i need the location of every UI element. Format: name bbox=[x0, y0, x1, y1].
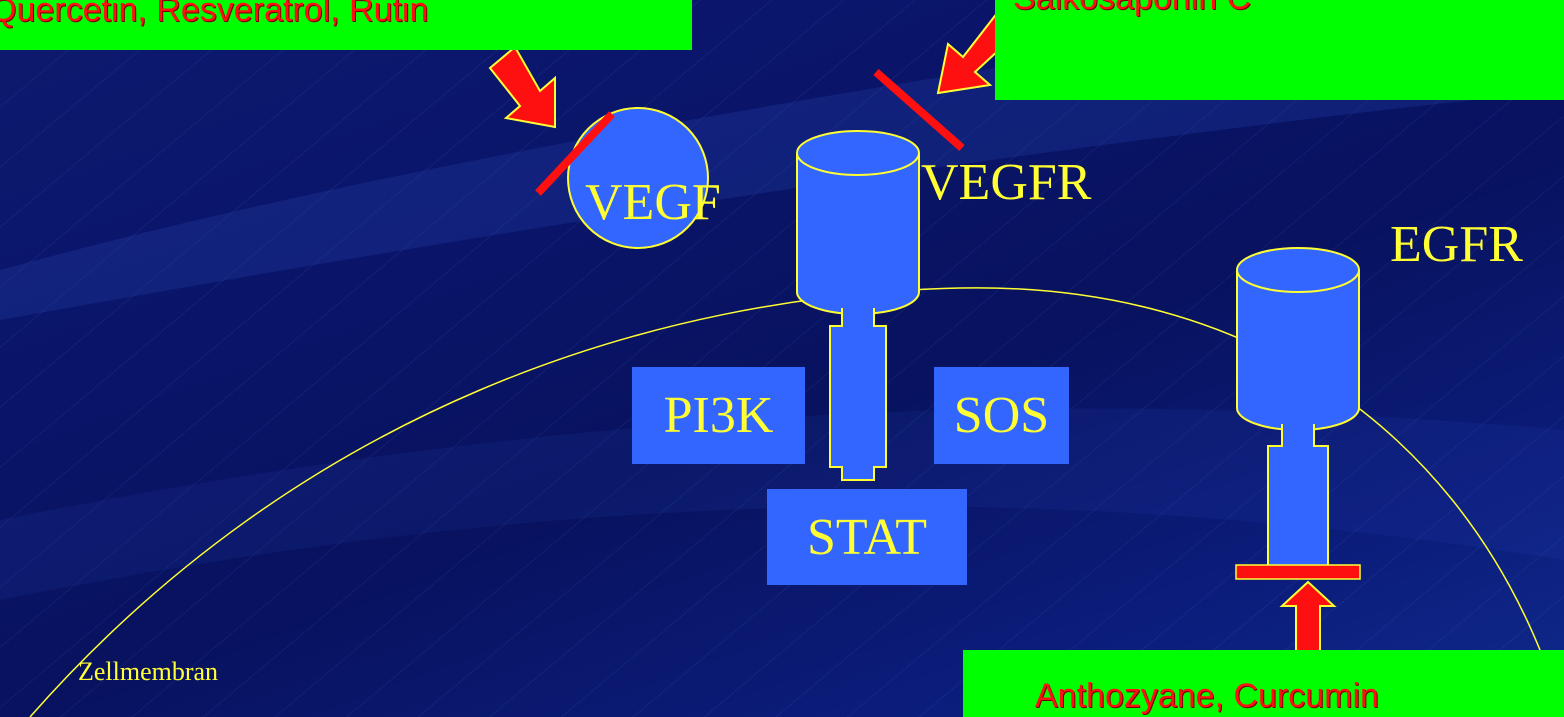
arrow-to-vegf bbox=[488, 45, 556, 129]
membrane-label: Zellmembran bbox=[78, 657, 219, 686]
vegfr-inhibitor-text: Saikosaponin C bbox=[1013, 0, 1251, 18]
vegfr-label: VEGFR bbox=[921, 154, 1092, 211]
egfr-label: EGFR bbox=[1390, 216, 1523, 273]
vegf-ligand bbox=[567, 107, 709, 249]
vegfr-inhibitor-label: Saikosaponin C bbox=[995, 0, 1564, 100]
vegfr-inhibition-bar bbox=[873, 69, 965, 151]
pi3k-box: PI3K bbox=[632, 367, 805, 464]
vegf-label: VEGF bbox=[585, 174, 721, 231]
vegfr-receptor bbox=[796, 130, 920, 481]
vegf-inhibitor-text: Quercetin, Resveratrol, Rutin bbox=[0, 0, 429, 29]
egfr-inhibition-bar bbox=[1235, 564, 1361, 580]
stat-box: STAT bbox=[767, 489, 967, 585]
vegf-inhibition-bar bbox=[535, 111, 615, 196]
egfr-inhibitor-label: Anthozyane, Curcumin bbox=[963, 650, 1564, 717]
egfr-inhibitor-text: Anthozyane, Curcumin bbox=[1035, 677, 1379, 715]
egfr-receptor bbox=[1236, 247, 1360, 569]
sos-box: SOS bbox=[934, 367, 1069, 464]
vegf-inhibitor-label: Quercetin, Resveratrol, Rutin bbox=[0, 0, 692, 50]
